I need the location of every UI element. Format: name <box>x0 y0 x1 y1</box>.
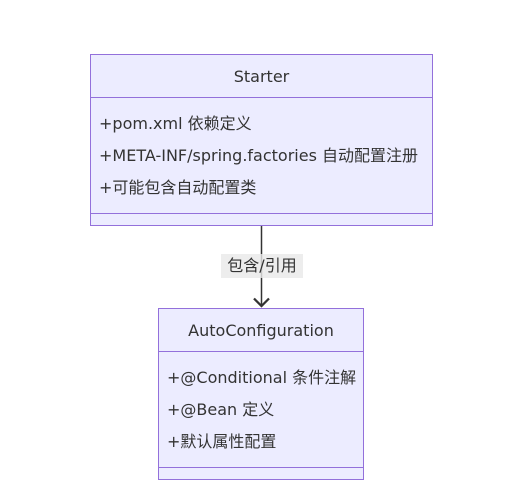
class-member: +META-INF/spring.factories 自动配置注册 <box>99 146 418 165</box>
class-methods-divider <box>91 213 432 214</box>
class-member: +可能包含自动配置类 <box>99 178 257 197</box>
class-name: AutoConfiguration <box>188 321 334 340</box>
class-box-starter[interactable]: Starter +pom.xml 依赖定义 +META-INF/spring.f… <box>90 54 433 226</box>
class-member: +@Bean 定义 <box>167 400 275 419</box>
class-member: +默认属性配置 <box>167 432 277 451</box>
relation-label: 包含/引用 <box>221 254 303 278</box>
class-box-autoconfiguration[interactable]: AutoConfiguration +@Conditional 条件注解 +@B… <box>158 308 364 480</box>
class-name: Starter <box>233 67 290 86</box>
class-member: +@Conditional 条件注解 <box>167 368 357 387</box>
class-header-divider <box>91 97 432 98</box>
class-methods-divider <box>159 467 363 468</box>
class-header-divider <box>159 351 363 352</box>
class-member: +pom.xml 依赖定义 <box>99 114 252 133</box>
